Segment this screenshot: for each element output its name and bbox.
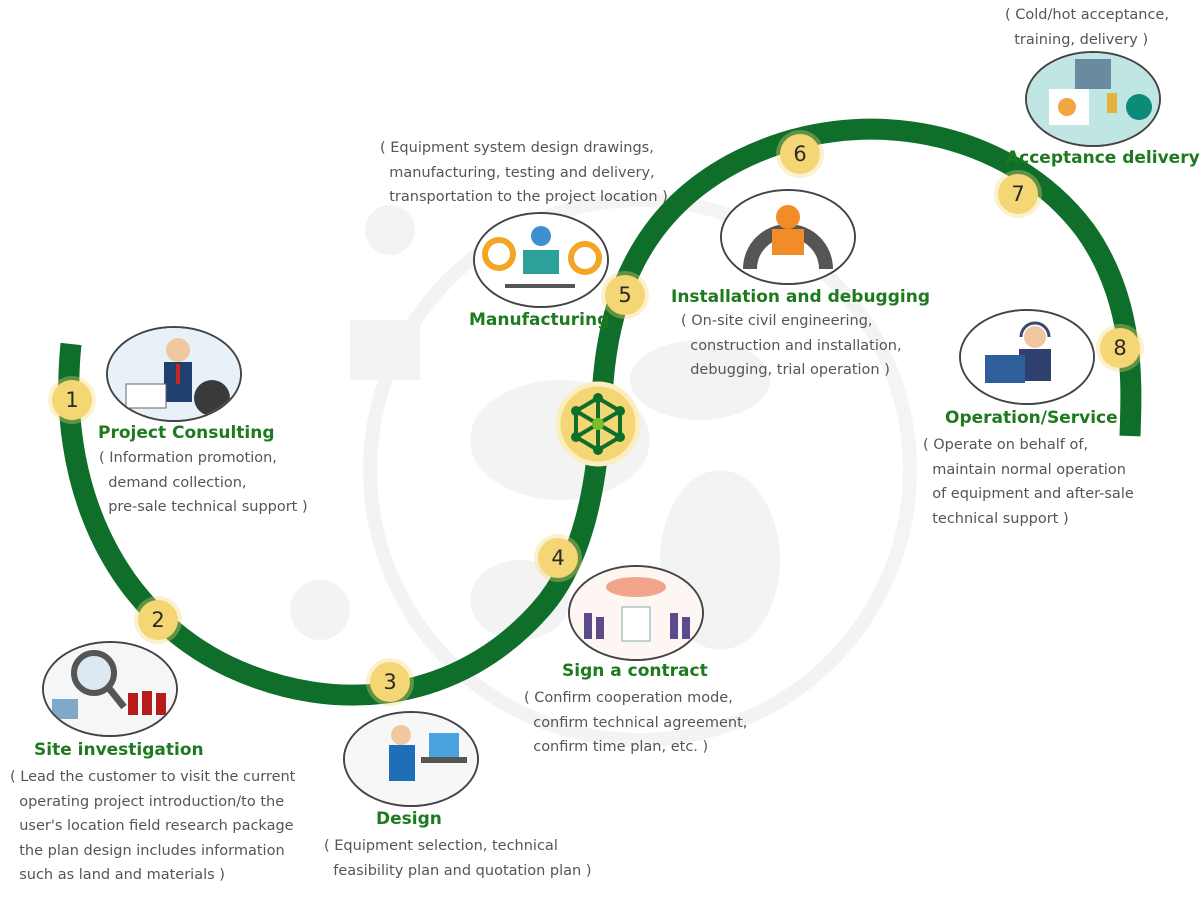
step-title: Operation/Service [945,408,1118,428]
designer-at-laptop-icon [343,711,479,807]
step-title: Installation and debugging [671,287,930,307]
step-number-badge: 7 [998,174,1038,214]
worker-gear-icon [720,189,856,285]
engineer-gears-icon [473,212,609,308]
magnifier-icon [42,641,178,737]
calculator-documents-icon [1025,51,1161,147]
step-description: ( Equipment selection, technical feasibi… [324,838,592,879]
step-number-badge: 3 [370,662,410,702]
step-title: Acceptance delivery [1006,148,1200,168]
step-title: Site investigation [34,740,204,760]
consultant-icon [106,326,242,422]
step-title: Project Consulting [98,423,275,443]
step-number-badge: 1 [52,380,92,420]
step-number-badge: 6 [780,134,820,174]
step-description: ( Confirm cooperation mode, confirm tech… [524,690,748,755]
step-description: ( Lead the customer to visit the current… [10,769,296,883]
step-description: ( Cold/hot acceptance, training, deliver… [1005,7,1169,48]
step-description: ( On-site civil engineering, constructio… [681,313,902,378]
handshake-icon [568,565,704,661]
step-title: Sign a contract [562,661,708,681]
step-description: ( Operate on behalf of, maintain normal … [923,437,1134,527]
network-hub-icon [555,381,641,467]
step-description: ( Information promotion, demand collecti… [99,450,308,515]
step-number-badge: 5 [605,275,645,315]
step-description: ( Equipment system design drawings, manu… [380,140,668,205]
step-number-badge: 4 [538,538,578,578]
step-title: Design [376,809,442,829]
step-number-badge: 8 [1100,328,1140,368]
step-title: Manufacturing [469,310,610,330]
step-number-badge: 2 [138,600,178,640]
support-headset-icon [959,309,1095,405]
